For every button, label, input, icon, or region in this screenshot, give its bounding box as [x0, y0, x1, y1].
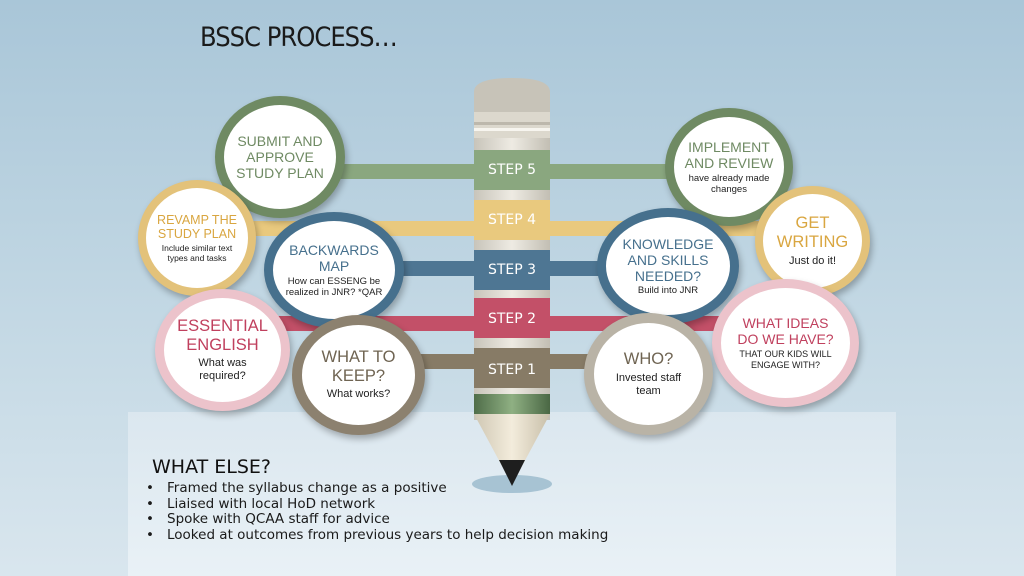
revamp-study-plan-circle: REVAMP THE STUDY PLAN Include similar te… — [138, 180, 256, 296]
who-subtitle: Invested staff team — [615, 371, 682, 397]
step-3-box — [474, 250, 550, 290]
keep-subtitle: What works? — [326, 388, 391, 401]
essential-title: ESSENTIAL ENGLISH — [177, 316, 268, 354]
knowledge-subtitle: Build into JNR — [637, 284, 699, 296]
step-4-box — [474, 200, 550, 240]
essential-english-circle: ESSENTIAL ENGLISH What was required? — [155, 289, 290, 411]
who-circle: WHO? Invested staff team — [584, 313, 713, 435]
knowledge-title: KNOWLEDGE AND SKILLS NEEDED? — [622, 235, 714, 284]
essential-subtitle: What was required? — [198, 356, 247, 382]
implement-review-circle: IMPLEMENT AND REVIEW have already made c… — [665, 108, 793, 226]
list-item: Spoke with QCAA staff for advice — [146, 512, 608, 528]
list-item: Liaised with local HoD network — [146, 496, 608, 513]
step-1-label: STEP 1 — [487, 362, 537, 378]
what-else-heading: WHAT ELSE? — [152, 456, 271, 478]
step-2-label: STEP 2 — [487, 311, 537, 327]
keep-title: WHAT TO KEEP? — [321, 348, 396, 386]
list-item: Looked at outcomes from previous years t… — [146, 527, 608, 544]
backwards-title: BACKWARDS MAP — [289, 241, 379, 274]
ideas-subtitle: THAT OUR KIDS WILL ENGAGE WITH? — [739, 349, 832, 371]
pencil-lead — [499, 460, 525, 486]
submit-approve-title: SUBMIT AND APPROVE STUDY PLAN — [236, 132, 324, 182]
implement-subtitle: have already made changes — [688, 172, 770, 196]
revamp-title: REVAMP THE STUDY PLAN — [157, 212, 237, 242]
backwards-subtitle: How can ESSENG be realized in JNR? *QAR — [285, 275, 383, 299]
what-ideas-circle: WHAT IDEAS DO WE HAVE? THAT OUR KIDS WIL… — [712, 279, 859, 407]
pencil-wood — [474, 414, 550, 466]
step-2-box — [474, 298, 550, 338]
writing-title: GET WRITING — [776, 213, 849, 251]
step-3-label: STEP 3 — [487, 262, 537, 278]
implement-title: IMPLEMENT AND REVIEW — [684, 138, 774, 171]
what-else-list: Framed the syllabus change as a positive… — [146, 480, 608, 544]
who-title: WHO? — [623, 349, 674, 368]
pencil-eraser — [474, 78, 550, 112]
ideas-title: WHAT IDEAS DO WE HAVE? — [737, 315, 834, 348]
knowledge-skills-circle: KNOWLEDGE AND SKILLS NEEDED? Build into … — [597, 208, 739, 324]
submit-approve-circle: SUBMIT AND APPROVE STUDY PLAN — [215, 96, 345, 218]
step-1-box — [474, 348, 550, 388]
step-5-label: STEP 5 — [487, 162, 537, 178]
list-item: Framed the syllabus change as a positive — [146, 480, 608, 497]
backwards-map-circle: BACKWARDS MAP How can ESSENG be realized… — [264, 212, 404, 328]
what-to-keep-circle: WHAT TO KEEP? What works? — [292, 315, 425, 435]
step-4-label: STEP 4 — [487, 212, 537, 228]
writing-subtitle: Just do it! — [788, 254, 837, 267]
step-5-box — [474, 150, 550, 190]
page-title: BSSC PROCESS… — [200, 22, 398, 53]
get-writing-circle: GET WRITING Just do it! — [755, 186, 870, 296]
revamp-subtitle: Include similar text types and tasks — [161, 242, 233, 263]
